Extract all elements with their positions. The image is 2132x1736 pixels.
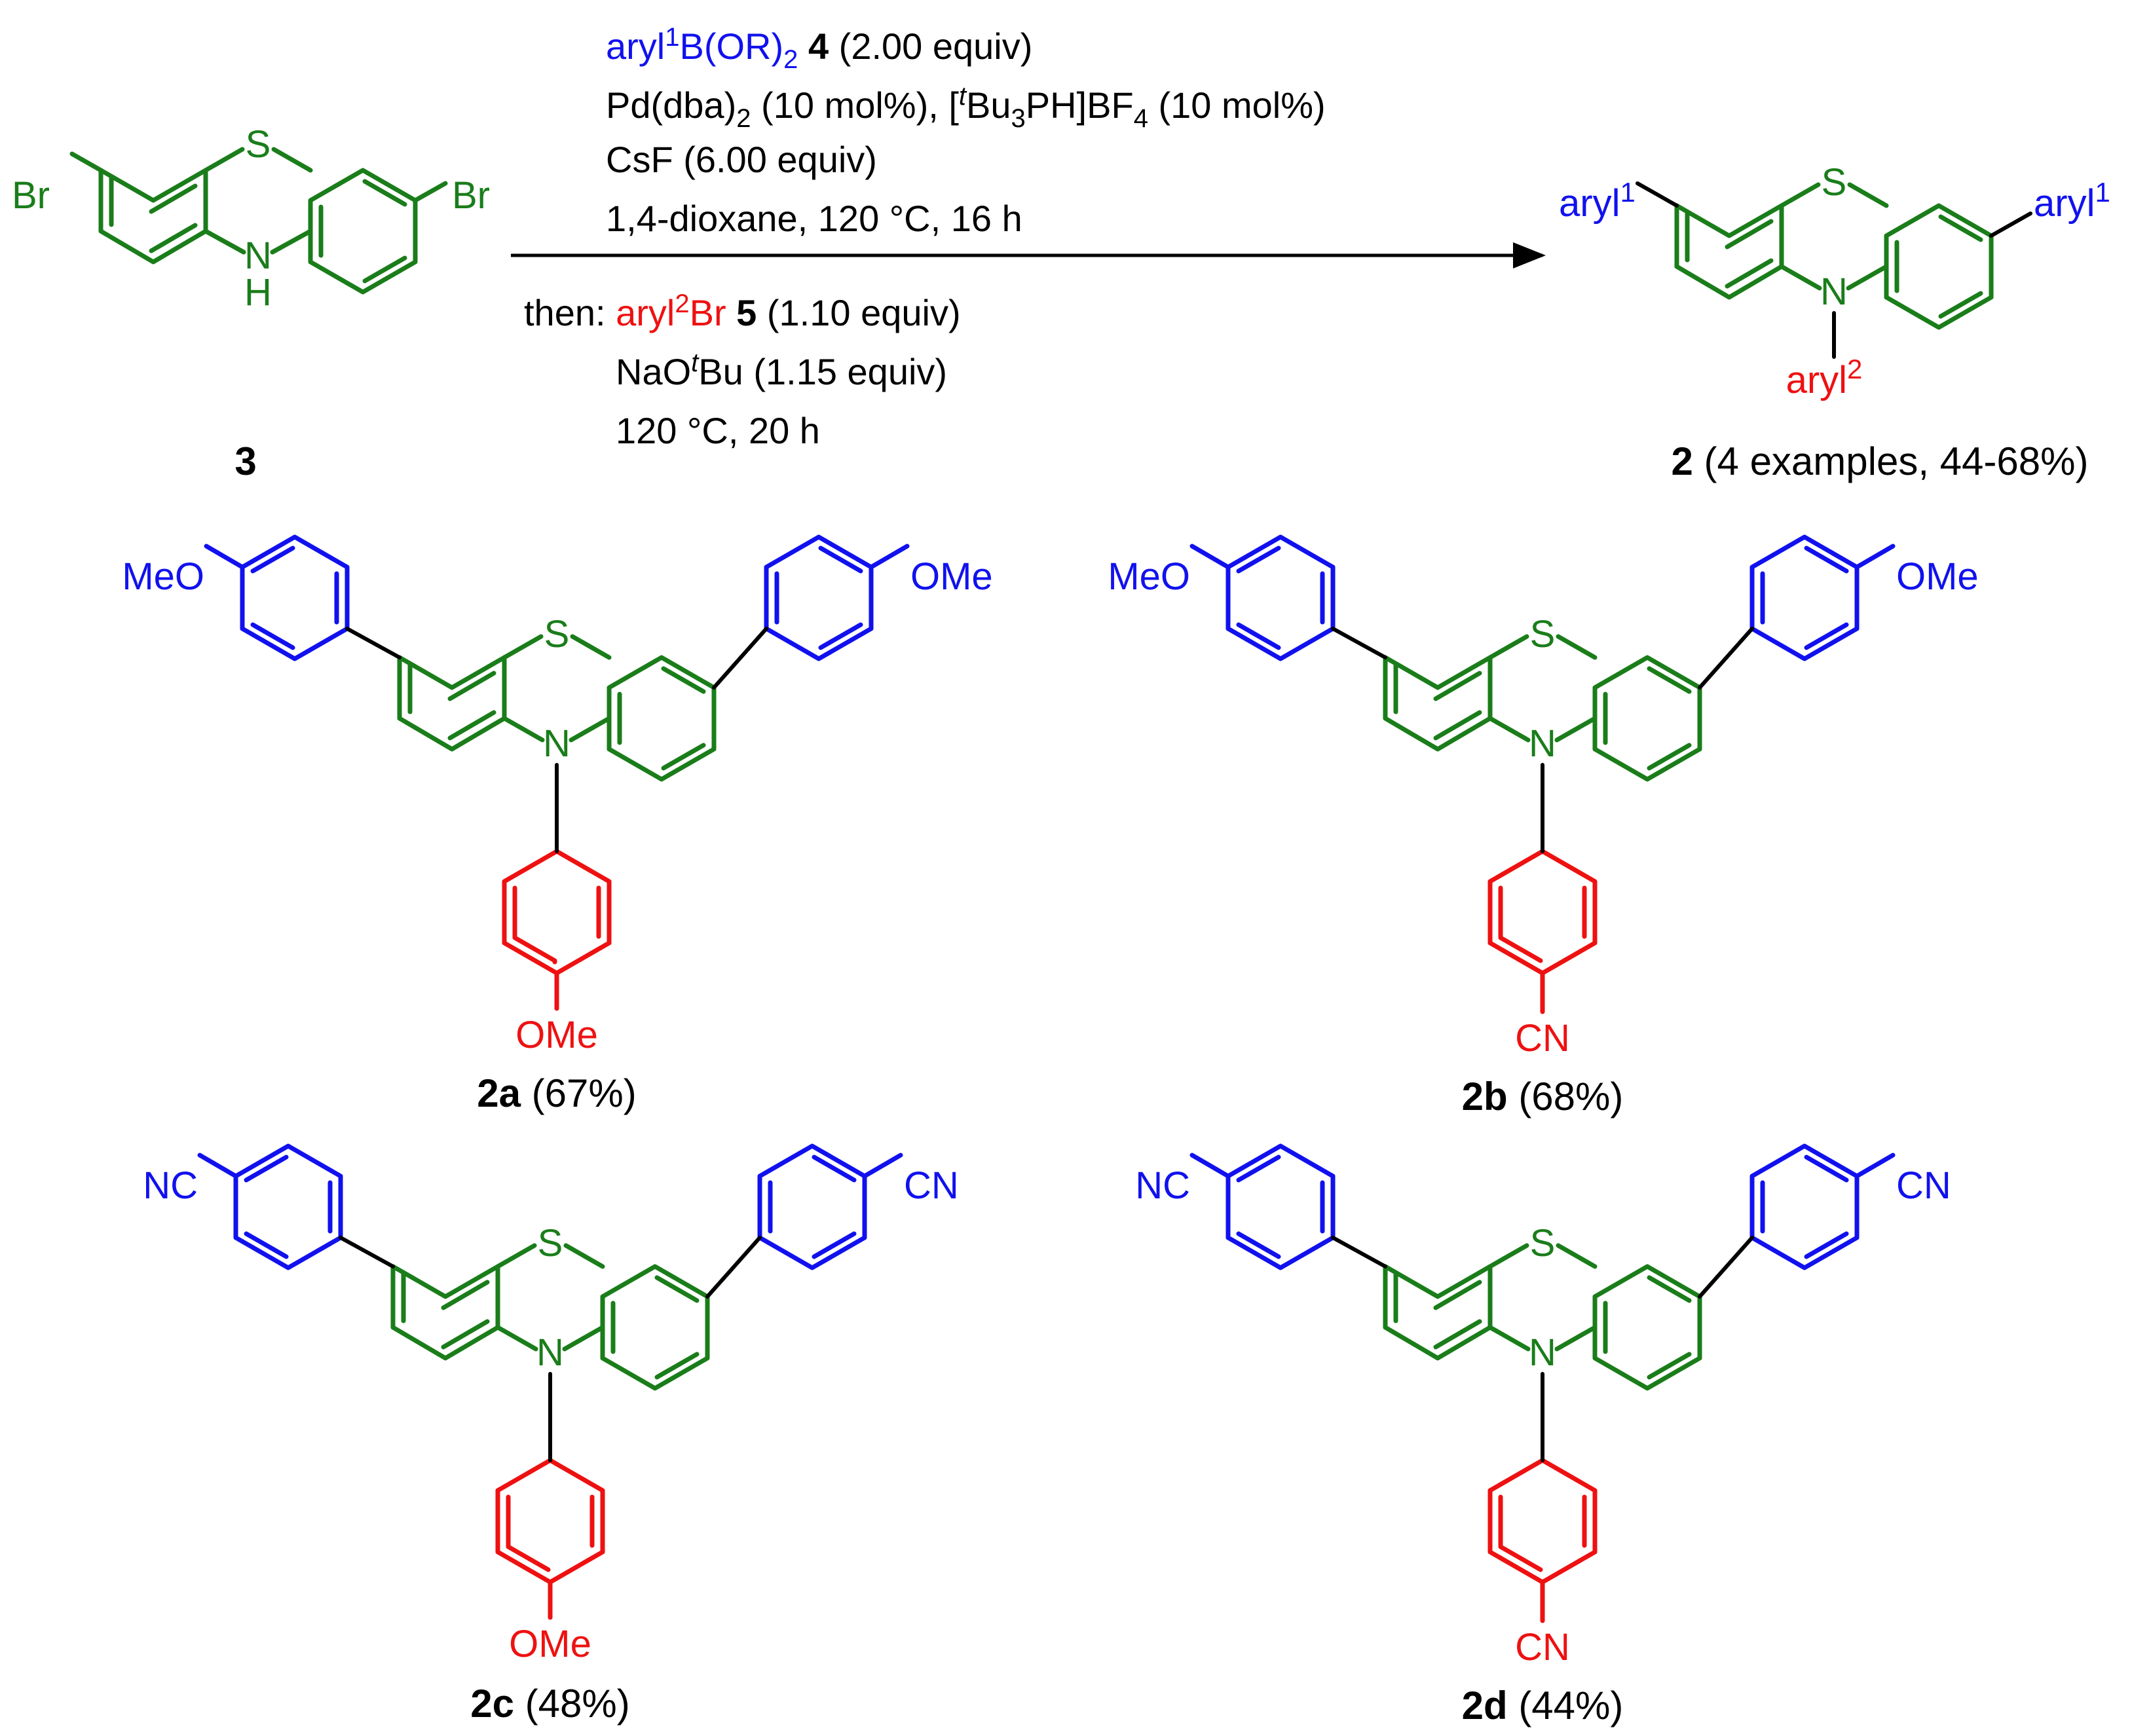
methoxy-right: OMe bbox=[910, 555, 993, 598]
condition-line-4: 1,4-dioxane, 120 °C, 16 h bbox=[606, 198, 1022, 239]
compound-caption-2c: 2c (48%) bbox=[470, 1682, 629, 1726]
condition-line-5: then: aryl2Br 5 (1.10 equiv) bbox=[524, 289, 961, 333]
compound-2-general: S N aryl1 aryl1 aryl2 2 (4 examples, 44-… bbox=[1559, 161, 2110, 483]
condition-line-3: CsF (6.00 equiv) bbox=[606, 139, 877, 180]
nitrogen-atom: N bbox=[1820, 270, 1848, 313]
sulfur-atom: S bbox=[1530, 613, 1556, 656]
nitrogen-atom: N bbox=[1529, 1331, 1556, 1374]
methoxy-bottom: OMe bbox=[515, 1014, 598, 1056]
aryl2-ring bbox=[1487, 1458, 1598, 1623]
nitrogen-atom: N bbox=[244, 234, 272, 277]
sulfur-atom: S bbox=[538, 1222, 563, 1265]
link-bonds bbox=[1331, 627, 1754, 853]
aryl2-ring bbox=[1487, 849, 1598, 1014]
cyano-bottom: CN bbox=[1515, 1017, 1570, 1060]
phenothiazine-core-bonds bbox=[1674, 182, 1994, 330]
nitrogen-atom: N bbox=[536, 1331, 564, 1374]
cyano-left: NC bbox=[1135, 1164, 1190, 1207]
aryl1-rings bbox=[1189, 1143, 1896, 1270]
compound-2d: S N NC CN CN 2d (44%) bbox=[1135, 1143, 1951, 1727]
phenothiazine-core-bonds bbox=[1383, 1243, 1702, 1391]
condition-line-1: aryl1B(OR)2 4 (2.00 equiv) bbox=[606, 23, 1032, 74]
methoxy-left: MeO bbox=[1108, 555, 1190, 598]
methoxy-right: OMe bbox=[1896, 555, 1979, 598]
condition-line-7: 120 °C, 20 h bbox=[616, 410, 820, 451]
aryl1-rings bbox=[197, 1143, 903, 1270]
sulfur-atom: S bbox=[1822, 161, 1847, 204]
link-bonds bbox=[345, 627, 768, 853]
link-bonds bbox=[339, 1236, 762, 1462]
aryl2-ring bbox=[502, 849, 612, 1011]
aryl1-right-label: aryl1 bbox=[2034, 177, 2110, 225]
link-bonds bbox=[1331, 1236, 1754, 1462]
sulfur-atom: S bbox=[1530, 1222, 1556, 1265]
aryl2-ring bbox=[495, 1458, 605, 1620]
cyano-right: CN bbox=[904, 1164, 959, 1207]
cyano-left: NC bbox=[143, 1164, 198, 1207]
cyano-bottom: CN bbox=[1515, 1626, 1570, 1669]
bromine-right: Br bbox=[452, 174, 490, 217]
sulfur-atom: S bbox=[544, 613, 570, 656]
aryl1-rings bbox=[204, 534, 910, 661]
compound-2a: S N MeO OMe OMe 2a (67%) bbox=[122, 534, 993, 1115]
sulfur-atom: S bbox=[246, 123, 271, 166]
phenothiazine-core-bonds bbox=[397, 634, 717, 782]
nitrogen-atom: N bbox=[1529, 722, 1556, 765]
aryl1-left-label: aryl1 bbox=[1559, 177, 1636, 225]
hydrogen-atom: H bbox=[244, 271, 272, 314]
compound-caption-2a: 2a (67%) bbox=[477, 1071, 636, 1115]
phenothiazine-core-bonds bbox=[69, 147, 448, 295]
compound-caption-2b: 2b (68%) bbox=[1462, 1075, 1624, 1118]
condition-line-2: Pd(dba)2 (10 mol%), [tBu3PH]BF4 (10 mol%… bbox=[606, 82, 1326, 133]
methoxy-left: MeO bbox=[122, 555, 204, 598]
phenothiazine-core-bonds bbox=[1383, 634, 1702, 782]
aryl1-rings bbox=[1189, 534, 1896, 661]
nitrogen-atom: N bbox=[543, 722, 570, 765]
condition-line-6: NaOtBu (1.15 equiv) bbox=[616, 348, 947, 392]
bromine-left: Br bbox=[12, 174, 50, 217]
compound-caption-2d: 2d (44%) bbox=[1462, 1684, 1624, 1727]
methoxy-bottom: OMe bbox=[509, 1623, 591, 1665]
compound-number-3: 3 bbox=[234, 439, 256, 483]
substituent-bonds bbox=[1636, 181, 2032, 359]
phenothiazine-core-bonds bbox=[390, 1243, 710, 1391]
reaction-conditions: aryl1B(OR)2 4 (2.00 equiv) Pd(dba)2 (10 … bbox=[524, 23, 1326, 451]
compound-2b: S N MeO OMe CN 2b (68%) bbox=[1108, 534, 1979, 1118]
cyano-right: CN bbox=[1896, 1164, 1951, 1207]
aryl2-label: aryl2 bbox=[1786, 354, 1863, 401]
compound-3: S N H Br Br 3 bbox=[12, 123, 490, 483]
compound-caption-2: 2 (4 examples, 44-68%) bbox=[1672, 439, 2089, 483]
compound-2c: S N NC CN OMe 2c (48%) bbox=[143, 1143, 959, 1726]
